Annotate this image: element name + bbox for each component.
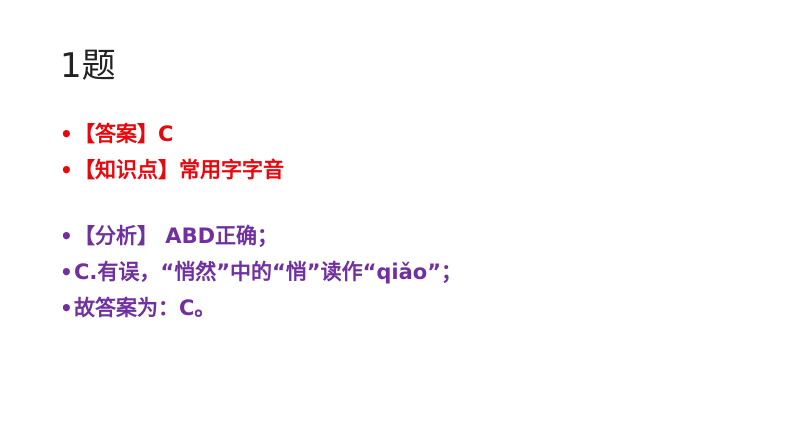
answer-item: •【答案】C xyxy=(60,116,760,152)
knowledge-point-text: 【知识点】常用字字音 xyxy=(74,158,284,182)
answer-list: •【答案】C •【知识点】常用字字音 xyxy=(60,116,760,188)
bullet-icon: • xyxy=(60,158,73,182)
bullet-icon: • xyxy=(60,224,73,248)
bullet-icon: • xyxy=(60,122,73,146)
knowledge-point-item: •【知识点】常用字字音 xyxy=(60,152,760,188)
conclusion-text: 故答案为：C。 xyxy=(74,296,216,320)
analysis-list: •【分析】 ABD正确； •C.有误，“悄然”中的“悄”读作“qiǎo”； •故… xyxy=(60,218,760,326)
bullet-icon: • xyxy=(60,260,73,284)
bullet-icon: • xyxy=(60,296,73,320)
analysis-text: 【分析】 ABD正确； xyxy=(74,224,279,248)
explanation-text: C.有误，“悄然”中的“悄”读作“qiǎo”； xyxy=(74,260,463,284)
conclusion-item: •故答案为：C。 xyxy=(60,290,760,326)
answer-text: 【答案】C xyxy=(74,122,174,146)
explanation-item: •C.有误，“悄然”中的“悄”读作“qiǎo”； xyxy=(60,254,760,290)
slide-title: 1题 xyxy=(60,46,116,86)
analysis-item: •【分析】 ABD正确； xyxy=(60,218,760,254)
